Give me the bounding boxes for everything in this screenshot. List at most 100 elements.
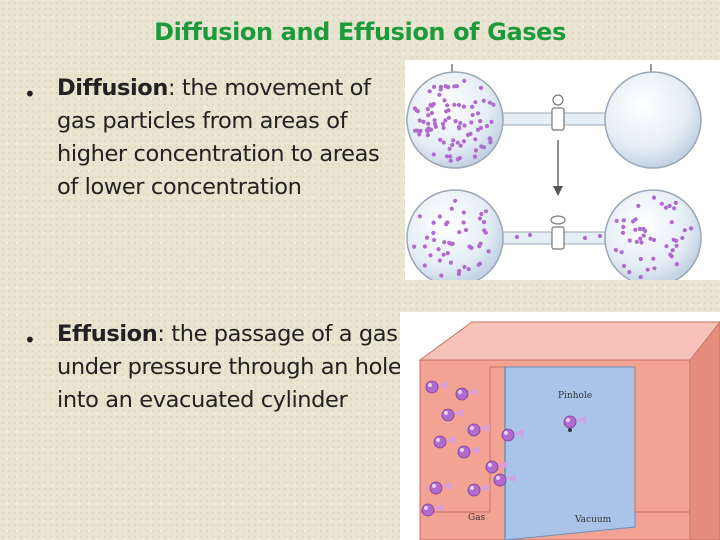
gas-particle [427, 89, 432, 94]
gas-particle [433, 435, 447, 449]
gas-particle [456, 125, 462, 130]
gas-particle [470, 104, 475, 109]
gas-particle [659, 201, 664, 206]
gas-particle [652, 237, 657, 243]
gas-particle [582, 235, 588, 241]
gas-particle [461, 104, 466, 109]
gas-particle [663, 205, 669, 210]
gas-particle [432, 237, 437, 243]
gas-particle [417, 132, 422, 137]
gas-particle [425, 107, 430, 112]
gas-particle [456, 102, 461, 108]
gas-particle [444, 154, 450, 159]
gas-particle [458, 120, 463, 126]
particle-motion-tail [497, 461, 508, 469]
particle-highlight [470, 426, 474, 430]
gas-particle [426, 121, 431, 126]
gas-particle [436, 247, 441, 252]
gas-particle [627, 238, 632, 243]
gas-particle [438, 137, 443, 142]
gas-particle [491, 102, 496, 107]
gas-particle [651, 256, 656, 261]
gas-particle [477, 216, 482, 221]
particle-motion-tail [437, 381, 448, 389]
gas-particle [674, 243, 679, 248]
gas-particle [447, 146, 452, 151]
gas-particle [597, 233, 603, 239]
particle-motion-tail [441, 482, 452, 490]
gas-particle [413, 128, 418, 133]
gas-particle [668, 252, 673, 257]
gas-particles [421, 380, 586, 517]
gas-particle [442, 98, 447, 103]
gas-particle [453, 119, 458, 124]
gas-particles [412, 78, 496, 163]
pinhole-label: Pinhole [558, 391, 592, 401]
particle-motion-tail [479, 424, 490, 432]
gas-particle [441, 252, 446, 257]
gas-particle [462, 78, 467, 83]
gas-particle [645, 267, 650, 272]
gas-particle [421, 119, 426, 124]
particle-motion-tail [445, 436, 456, 444]
gas-particle [473, 100, 478, 105]
particle-motion-tail [453, 409, 464, 417]
gas-particle [473, 148, 479, 153]
gas-particle [482, 228, 487, 233]
particle-highlight [444, 411, 448, 415]
gas-particle [462, 264, 467, 270]
gas-particle [669, 220, 674, 225]
gas-particle [424, 235, 430, 240]
gas-particle [473, 137, 478, 142]
gas-particle [441, 125, 446, 130]
gas-particle [639, 240, 644, 245]
gas-particle [448, 260, 453, 265]
gas-particle [441, 408, 455, 422]
effusion-text: : the passage of a gas under pressure th… [57, 321, 402, 413]
gas-particle [445, 220, 450, 225]
stopcock [551, 226, 565, 250]
gas-particle [428, 253, 433, 258]
particle-motion-tail [469, 446, 480, 454]
gas-particle [481, 98, 486, 103]
gas-particle [486, 249, 491, 254]
gas-particle [621, 218, 626, 223]
gas-particle [441, 140, 446, 145]
gas-particle [412, 106, 417, 111]
gas-particle [425, 380, 439, 394]
gas-particle [440, 121, 446, 126]
gas-particle [431, 152, 436, 157]
gas-particle [418, 128, 423, 133]
gas-particle [467, 483, 481, 497]
gas-particle [422, 263, 427, 268]
diffusion-figure [405, 60, 720, 280]
gas-particle [465, 132, 471, 138]
gas-particle [633, 227, 638, 232]
gas-label: Gas [468, 513, 486, 523]
gas-particle [674, 262, 679, 267]
gas-particle [487, 100, 492, 105]
gas-particle [483, 209, 489, 214]
gas-particle [463, 227, 469, 233]
gas-particle [627, 270, 632, 275]
gas-particle [621, 224, 626, 230]
down-arrow [553, 140, 563, 196]
gas-particle [438, 84, 443, 89]
gas-particle [651, 195, 657, 200]
gas-particle [458, 143, 463, 148]
gas-particle [428, 102, 433, 108]
gas-particle [469, 245, 474, 250]
gas-particle [439, 273, 444, 278]
gas-particle [514, 234, 520, 240]
gas-particles [412, 195, 694, 280]
gas-particle [485, 460, 499, 474]
particle-highlight [428, 383, 432, 387]
gas-particle [489, 119, 494, 124]
flask-right [604, 71, 702, 169]
gas-particle [461, 210, 466, 215]
diffusion-definition: Diffusion: the movement of gas particles… [57, 72, 402, 204]
gas-particle [448, 158, 453, 163]
gas-particle [461, 139, 467, 144]
bullet-marker: • [24, 82, 36, 106]
particle-highlight [470, 486, 474, 490]
